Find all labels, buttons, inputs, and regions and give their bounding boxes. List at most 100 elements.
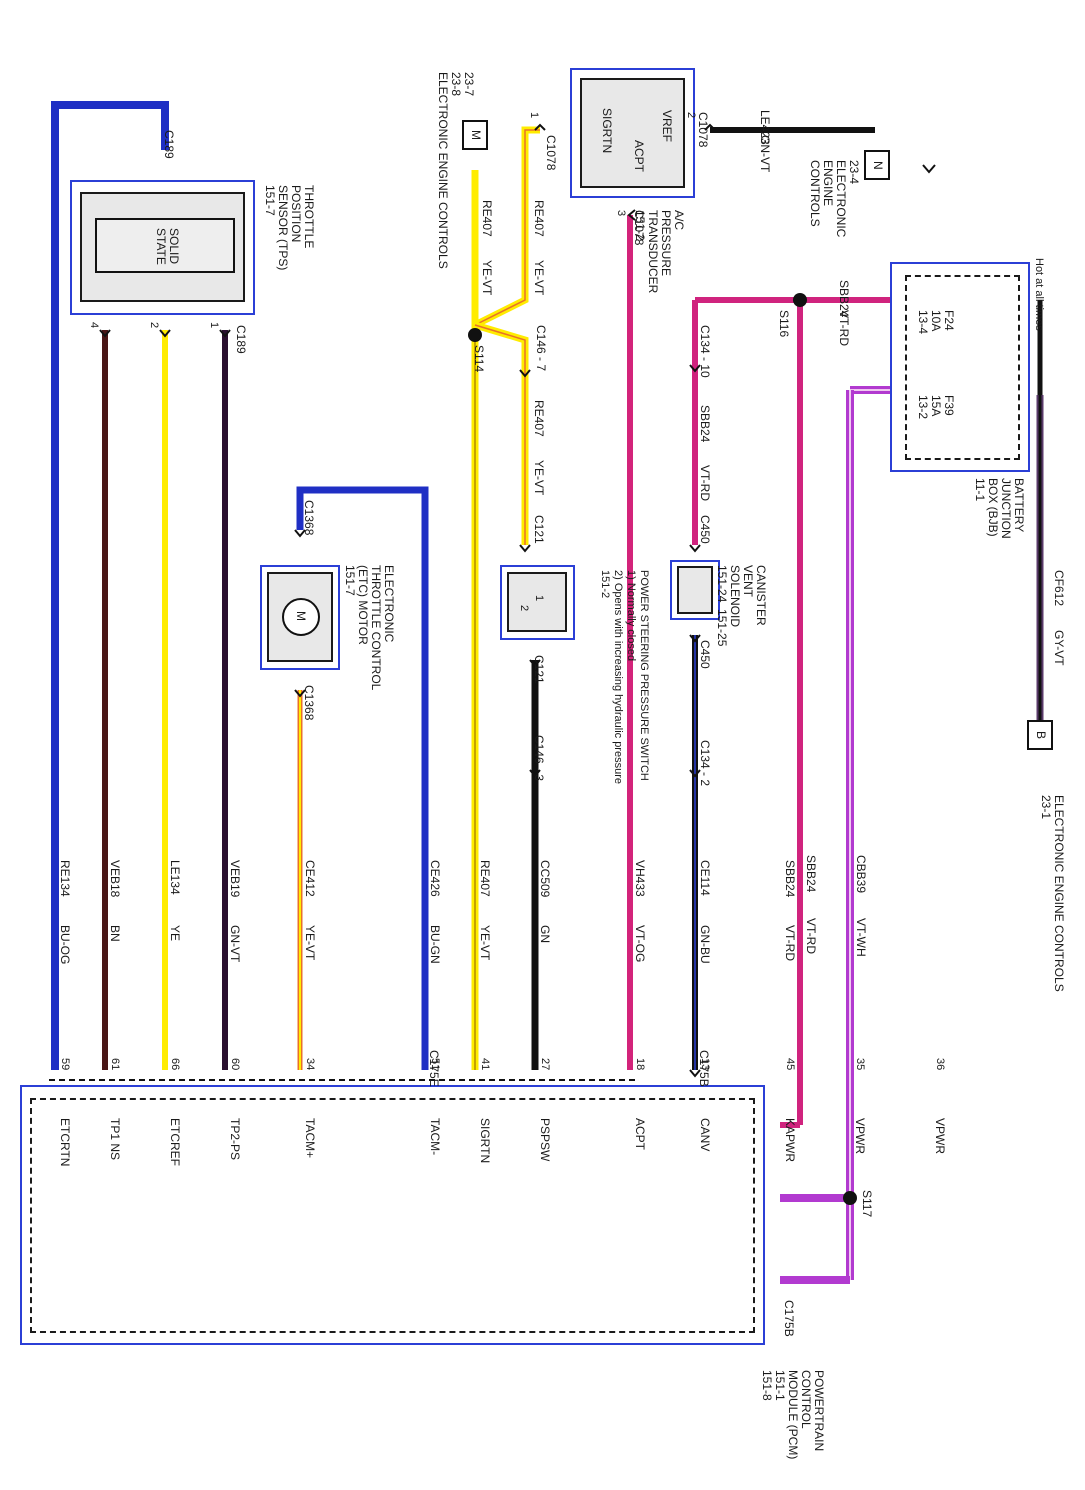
pcm-title: POWERTRAIN CONTROL MODULE (PCM) 151-1 15…: [760, 1370, 826, 1460]
pcm-signal-label: CANV: [698, 1118, 712, 1152]
pcm-signal-label: SIGRTN: [478, 1118, 492, 1164]
connector-c450-2: [689, 544, 701, 553]
wire-color-label: YE-VT: [303, 925, 317, 961]
wire-color-label: BU-GN: [428, 925, 442, 964]
connector-c189-pins-label: C189: [234, 325, 248, 354]
ac-acpt-label: ACPT: [632, 140, 646, 173]
tps-pin-2: 2: [148, 322, 160, 329]
wire-re407-c-label: RE407: [532, 400, 546, 437]
connector-c134-2: [689, 769, 701, 778]
connector-c121-1: [519, 544, 531, 553]
canister-vent-solenoid-body: [677, 566, 713, 614]
wire-gyvt-label: GY-VT: [1052, 630, 1066, 666]
pcm-signal-label: KAPWR: [783, 1118, 797, 1163]
splice-s114: [468, 328, 482, 342]
ref-b-letter: B: [1034, 731, 1048, 740]
connector-marks: [99, 123, 936, 1078]
connector-c146-3-label: C146 - 3: [532, 735, 546, 782]
ref-b-label: ELECTRONIC ENGINE CONTROLS 23-1: [1039, 795, 1066, 992]
wire-yevt-b-label: YE-VT: [480, 260, 494, 296]
wire-color-label: YE-VT: [478, 925, 492, 961]
wire-cbb39-label: CBB39: [854, 855, 868, 894]
connector-c134-10-label: C134 - 10: [698, 325, 712, 378]
connector-c134-2-label: C134 - 2: [698, 740, 712, 787]
pcm-signal-label: PSPSW: [538, 1118, 552, 1162]
pcm-signal-label: TP1 NS: [108, 1118, 122, 1161]
pcm-pin-label: 60: [229, 1058, 241, 1071]
wire-cf612-label: CF612: [1052, 570, 1066, 607]
ps-pressure-switch-body: [507, 572, 567, 632]
wire-color-label: GN-VT: [228, 925, 242, 963]
wire-sbb24-long-label: SBB24: [804, 855, 818, 893]
pcm-signal-label: TACM-: [428, 1118, 442, 1156]
connector-pcm-row: [689, 1069, 701, 1078]
wire-vtwh-label: VT-WH: [854, 918, 868, 957]
connector-c189-1: [219, 329, 231, 338]
pcm-pin-label: 45: [784, 1058, 796, 1071]
tps-pin-4: 4: [88, 322, 100, 329]
pcm-pin-label: 36: [934, 1058, 946, 1071]
etc-motor-letter: M: [294, 611, 308, 621]
wire-color-label: BU-OG: [58, 925, 72, 965]
wire-code-label: VEB19: [228, 860, 242, 898]
wire-re134: [51, 101, 169, 1070]
wire-color-label: GN: [538, 925, 552, 943]
wire-code-label: CE426: [428, 860, 442, 897]
pcm-signal-label: TP2-PS: [228, 1118, 242, 1161]
splice-s116-label: S116: [777, 310, 791, 338]
connector-c146-3: [529, 769, 541, 778]
connector-c1368-1: [294, 689, 306, 698]
wire-vtrd-top-label: VT-RD: [837, 310, 851, 346]
canister-vent-title: CANISTER VENT SOLENOID 151-24 151-25: [715, 565, 768, 647]
connector-c121-2: [529, 659, 541, 668]
pcm-signal-label: VPWR: [853, 1118, 867, 1154]
fuse-f24-label: F24 10A 13-4: [916, 310, 956, 335]
connector-c146-7-label: C146 - 7: [534, 325, 548, 372]
pcm-signal-label: ACPT: [633, 1118, 647, 1151]
pcm-pin-label: 13: [699, 1058, 711, 1071]
tps-pin-1: 1: [208, 322, 220, 329]
connector-c189-4: [99, 329, 111, 338]
pcm-pin-label: 41: [479, 1058, 491, 1071]
connector-c121-2-label: C121: [532, 655, 546, 684]
pcm-pin-label: 59: [59, 1058, 71, 1071]
wire-code-label: CE114: [698, 860, 712, 896]
wire-color-label: VT-OG: [633, 925, 647, 963]
ps-switch-pin-2: 2: [518, 605, 530, 612]
wire-vtrd-mid-label: VT-RD: [698, 465, 712, 501]
wire-code-label: RE134: [58, 860, 72, 897]
connector-c1078-3: [627, 209, 636, 221]
connector-c1368-1-label: C1368: [302, 685, 316, 721]
ac-sigrtn-label: SIGRTN: [600, 108, 614, 154]
wire-code-label: SBB24: [783, 860, 797, 898]
etc-motor-title: ELECTRONIC THROTTLE CONTROL (ETC) MOTOR …: [343, 565, 396, 691]
splice-s117: [843, 1191, 857, 1205]
connector-c1368-2: [294, 529, 306, 538]
pin-2-label: 2: [685, 112, 697, 119]
pcm-pin-label: 51: [429, 1058, 441, 1071]
wire-color-label: GN-BU: [698, 925, 712, 964]
pcm-pin-label: 27: [539, 1058, 551, 1071]
connector-c450-1-label: C450: [698, 640, 712, 669]
pcm-signal-label: TACM+: [303, 1118, 317, 1159]
wire-re407-c-core: [474, 324, 526, 545]
wire-code-label: LE134: [168, 860, 182, 895]
splice-s114-label: S114: [472, 345, 486, 373]
wire-vtrd-long-label: VT-RD: [804, 918, 818, 954]
pcm-signal-label: VPWR: [933, 1118, 947, 1154]
connector-c146-7: [519, 369, 531, 378]
pcm-signal-label: ETCREF: [168, 1118, 182, 1166]
connector-c175b-bottom-label: C175B: [782, 1300, 796, 1337]
connector-c134-10: [689, 364, 701, 373]
solid-state-label: SOLID STATE: [154, 228, 181, 265]
connector-c1078-2: [704, 123, 716, 131]
wire-ce426: [296, 486, 429, 1070]
wire-sbb24-mid-label: SBB24: [698, 405, 712, 443]
wire-code-label: CE412: [303, 860, 317, 897]
pin-1-label: 1: [528, 112, 540, 119]
connector-c1368-2-label: C1368: [302, 500, 316, 536]
hot-label: Hot at all times: [1033, 258, 1045, 331]
